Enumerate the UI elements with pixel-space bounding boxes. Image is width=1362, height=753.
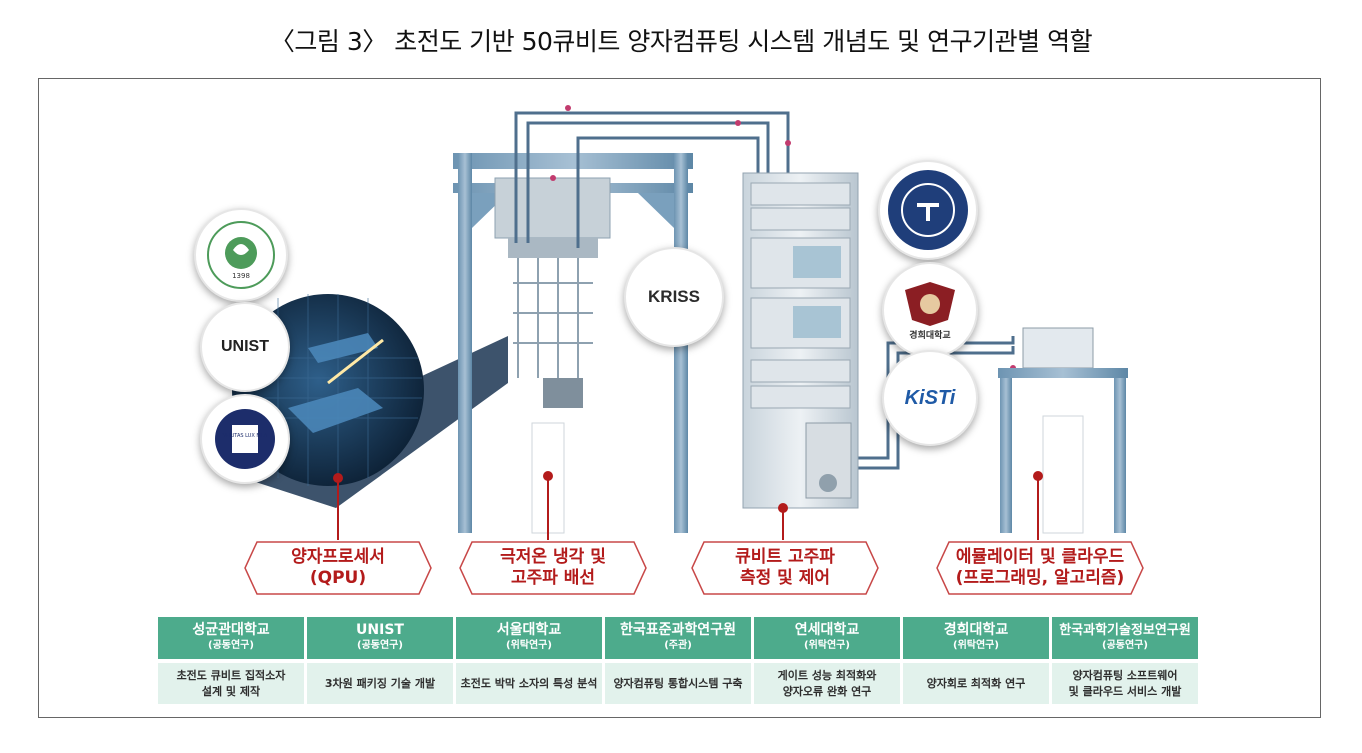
org-kriss: 한국표준과학연구원 (주관) (605, 617, 751, 659)
hexagon-frame-icon (244, 541, 432, 595)
hexagon-frame-icon (936, 541, 1144, 595)
task-yonsei: 게이트 성능 최적화와 양자오류 완화 연구 (754, 663, 900, 704)
electronics-rack (742, 172, 859, 509)
org-name: 한국과학기술정보연구원 (1059, 623, 1191, 638)
diagram-frame (38, 78, 1321, 718)
org-role: (주관) (664, 640, 692, 651)
task-kriss: 양자컴퓨팅 통합시스템 구축 (605, 663, 751, 704)
kriss-logo: KRISS (624, 247, 724, 347)
stage-emulator: 에뮬레이터 및 클라우드(프로그래밍, 알고리즘) (935, 540, 1145, 596)
stage-cryogenic-line2: 고주파 배선 (510, 568, 596, 588)
stage-qpu: 양자프로세서(QPU) (243, 540, 433, 596)
unist-logo: UNIST (200, 302, 290, 392)
task-skku: 초전도 큐비트 집적소자 설계 및 제작 (158, 663, 304, 704)
kisti-logo: KiSTi (882, 350, 978, 446)
stage-measurement-line1: 큐비트 고주파 (735, 547, 835, 567)
snu-motto: VERITAS LUX MEA (223, 433, 268, 439)
yonsei-emblem-icon (888, 170, 968, 250)
figure-title: 〈그림 3〉 초전도 기반 50큐비트 양자컴퓨팅 시스템 개념도 및 연구기관… (269, 27, 1093, 56)
khu-logo: 경희대학교 (882, 262, 978, 358)
skku-emblem-icon: 1398 (207, 221, 275, 289)
snu-emblem-icon: VERITAS LUX MEA (215, 409, 275, 469)
yonsei-logo (878, 160, 978, 260)
org-role: (위탁연구) (506, 640, 552, 651)
org-role: (위탁연구) (953, 640, 999, 651)
system-illustration (232, 105, 1128, 540)
khu-caption: 경희대학교 (909, 330, 951, 341)
org-name: UNIST (356, 622, 404, 638)
stage-qpu-line1: 양자프로세서 (291, 547, 385, 567)
org-unist: UNIST (공동연구) (307, 617, 453, 659)
org-name: 서울대학교 (496, 622, 562, 638)
kisti-wordmark: KiSTi (904, 386, 956, 409)
org-role: (위탁연구) (804, 640, 850, 651)
org-role: (공동연구) (1102, 640, 1148, 651)
task-khu: 양자회로 최적화 연구 (903, 663, 1049, 704)
task-kisti: 양자컴퓨팅 소프트웨어 및 클라우드 서비스 개발 (1052, 663, 1198, 704)
org-yonsei: 연세대학교 (위탁연구) (754, 617, 900, 659)
org-name: 성균관대학교 (192, 622, 270, 638)
khu-emblem-icon (905, 281, 955, 326)
skku-logo: 1398 (194, 208, 288, 302)
org-role: (공동연구) (208, 640, 254, 651)
workstation-desk (998, 327, 1128, 534)
org-skku: 성균관대학교 (공동연구) (158, 617, 304, 659)
stage-qpu-line2: (QPU) (309, 568, 367, 588)
snu-logo: VERITAS LUX MEA (200, 394, 290, 484)
org-role: (공동연구) (357, 640, 403, 651)
stage-cryogenic-line1: 극저온 냉각 및 (500, 547, 606, 567)
hexagon-frame-icon (459, 541, 647, 595)
org-name: 경희대학교 (943, 622, 1009, 638)
task-unist: 3차원 패키징 기술 개발 (307, 663, 453, 704)
kriss-wordmark: KRISS (648, 287, 700, 306)
org-name: 연세대학교 (794, 622, 860, 638)
org-snu: 서울대학교 (위탁연구) (456, 617, 602, 659)
org-name: 한국표준과학연구원 (620, 622, 736, 638)
task-snu: 초전도 박막 소자의 특성 분석 (456, 663, 602, 704)
skku-year: 1398 (232, 272, 250, 280)
org-kisti: 한국과학기술정보연구원 (공동연구) (1052, 617, 1198, 659)
stage-emulator-line2: (프로그래밍, 알고리즘) (955, 568, 1125, 588)
stage-measurement-line2: 측정 및 제어 (739, 568, 831, 588)
org-khu: 경희대학교 (위탁연구) (903, 617, 1049, 659)
stage-emulator-line1: 에뮬레이터 및 클라우드 (955, 547, 1125, 567)
hexagon-frame-icon (691, 541, 879, 595)
unist-wordmark: UNIST (221, 338, 269, 355)
